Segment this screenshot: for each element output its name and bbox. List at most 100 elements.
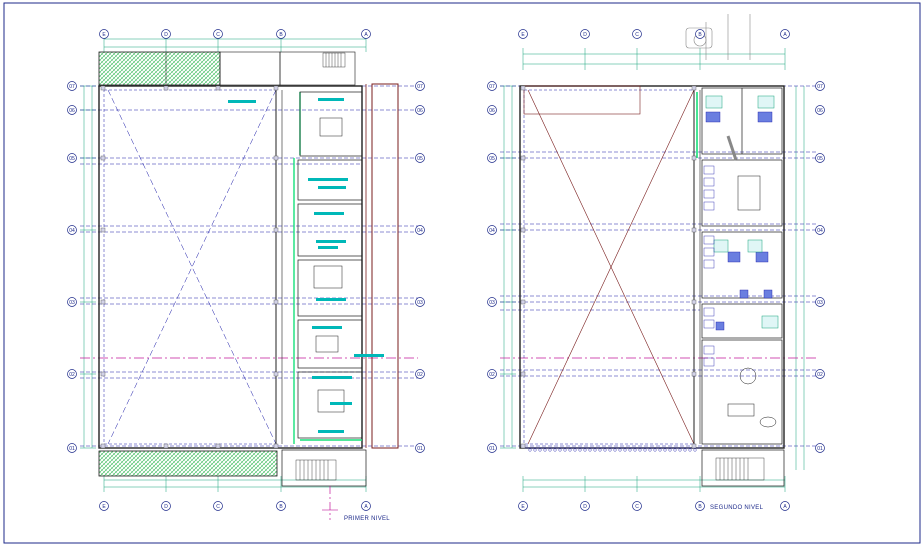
dimension-chain-bottom — [522, 476, 786, 492]
dimension-chain-bottom — [103, 476, 367, 492]
railing-post — [678, 448, 682, 452]
railing-post — [613, 448, 617, 452]
svg-text:05: 05 — [69, 156, 75, 162]
railing-post — [528, 448, 532, 452]
axis-bubble-05: 05 — [67, 153, 77, 163]
svg-text:06: 06 — [489, 108, 495, 114]
axis-bubble-03: 03 — [487, 297, 497, 307]
svg-text:B: B — [279, 504, 283, 510]
axis-bubble-e: E — [518, 29, 528, 39]
axis-bubble-a: A — [780, 29, 790, 39]
svg-text:06: 06 — [69, 108, 75, 114]
railing-post — [628, 448, 632, 452]
railing-post — [693, 448, 697, 452]
office-partitions — [293, 92, 362, 444]
svg-text:04: 04 — [817, 228, 823, 234]
railing-post — [653, 448, 657, 452]
railing-post — [578, 448, 582, 452]
stair-icon — [295, 459, 337, 481]
railing-posts — [528, 448, 697, 452]
svg-text:D: D — [583, 32, 587, 38]
axis-bubble-e: E — [99, 29, 109, 39]
svg-text:C: C — [635, 504, 639, 510]
railing-post — [593, 448, 597, 452]
svg-text:07: 07 — [817, 84, 823, 90]
axis-bubble-04: 04 — [415, 225, 425, 235]
building-outline — [519, 85, 785, 449]
axis-bubble-02: 02 — [67, 369, 77, 379]
svg-text:A: A — [364, 32, 368, 38]
svg-text:07: 07 — [489, 84, 495, 90]
svg-text:B: B — [698, 504, 702, 510]
railing-post — [668, 448, 672, 452]
axis-bubble-c: C — [213, 501, 223, 511]
railing-post — [548, 448, 552, 452]
axis-bubble-b: B — [276, 29, 286, 39]
railing-post — [618, 448, 622, 452]
svg-text:02: 02 — [817, 372, 823, 378]
railing-post — [633, 448, 637, 452]
axis-bubble-c: C — [213, 29, 223, 39]
railing-post — [568, 448, 572, 452]
exterior-wall — [371, 83, 399, 449]
svg-text:06: 06 — [817, 108, 823, 114]
axis-bubble-b: B — [695, 29, 705, 39]
svg-text:A: A — [783, 504, 787, 510]
svg-text:02: 02 — [417, 372, 423, 378]
svg-text:D: D — [164, 32, 168, 38]
railing-post — [598, 448, 602, 452]
svg-text:C: C — [216, 32, 220, 38]
north-arrow-icon — [685, 14, 751, 60]
axis-bubble-05: 05 — [815, 153, 825, 163]
axis-bubble-04: 04 — [487, 225, 497, 235]
axis-bubble-d: D — [580, 29, 590, 39]
railing-post — [683, 448, 687, 452]
svg-text:05: 05 — [417, 156, 423, 162]
svg-text:C: C — [635, 32, 639, 38]
svg-text:07: 07 — [69, 84, 75, 90]
axis-bubble-d: D — [161, 501, 171, 511]
desk-icon — [705, 111, 773, 331]
planter-top — [98, 51, 221, 86]
axis-bubble-07: 07 — [487, 81, 497, 91]
svg-text:03: 03 — [817, 300, 823, 306]
axis-bubble-d: D — [580, 501, 590, 511]
axis-bubble-03: 03 — [415, 297, 425, 307]
dimension-chain-top — [103, 33, 367, 52]
axis-bubble-05: 05 — [487, 153, 497, 163]
axis-bubble-b: B — [276, 501, 286, 511]
svg-text:A: A — [783, 32, 787, 38]
office-walls — [297, 91, 363, 439]
axis-bubble-06: 06 — [487, 105, 497, 115]
axis-bubble-02: 02 — [415, 369, 425, 379]
axis-bubble-01: 01 — [415, 443, 425, 453]
svg-text:01: 01 — [489, 446, 495, 452]
axis-bubble-03: 03 — [67, 297, 77, 307]
svg-text:E: E — [521, 32, 525, 38]
axis-bubble-d: D — [161, 29, 171, 39]
railing-post — [563, 448, 567, 452]
svg-text:01: 01 — [69, 446, 75, 452]
axis-bubble-04: 04 — [67, 225, 77, 235]
office-walls — [701, 87, 783, 445]
svg-text:A: A — [364, 504, 368, 510]
dimension-chain-right — [795, 86, 805, 470]
workstation-icon — [705, 95, 779, 329]
grid-axes — [500, 85, 818, 447]
railing-post — [538, 448, 542, 452]
svg-text:04: 04 — [417, 228, 423, 234]
svg-text:06: 06 — [417, 108, 423, 114]
svg-text:04: 04 — [489, 228, 495, 234]
axis-bubble-01: 01 — [67, 443, 77, 453]
svg-text:07: 07 — [417, 84, 423, 90]
axis-bubble-04: 04 — [815, 225, 825, 235]
axis-bubble-07: 07 — [415, 81, 425, 91]
sheet-border — [3, 2, 921, 544]
axis-bubble-a: A — [780, 501, 790, 511]
svg-text:02: 02 — [69, 372, 75, 378]
axis-bubble-b: B — [695, 501, 705, 511]
